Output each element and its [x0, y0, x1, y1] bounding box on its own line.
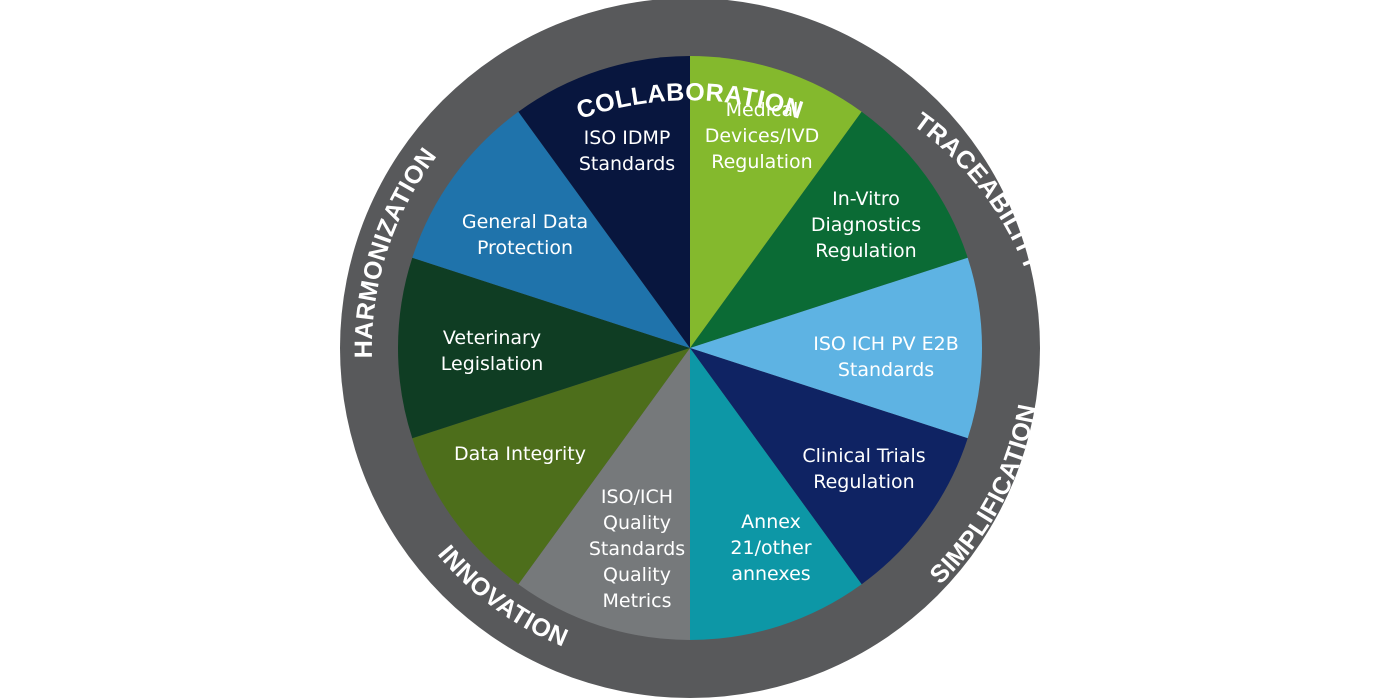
- wheel-slice: [690, 348, 968, 585]
- slice-label-line: Protection: [477, 237, 573, 259]
- slice-label-line: Standards: [579, 153, 675, 175]
- slice-label-line: Data Integrity: [454, 443, 586, 465]
- slice-label-line: Medical: [726, 99, 799, 121]
- slice-label-line: Standards: [589, 538, 685, 560]
- wheel-slice: [518, 348, 690, 640]
- slice-label-line: Standards: [838, 359, 934, 381]
- wheel-slice: [412, 348, 690, 585]
- wheel-slice: [412, 111, 690, 349]
- slice-label-line: In-Vitro: [832, 188, 900, 210]
- slice-label: Data Integrity: [454, 443, 586, 465]
- slice-label: ISO ICH PV E2B Standards: [813, 333, 958, 381]
- slice-label-line: Quality: [603, 564, 671, 586]
- slice-label: ISO IDMP Standards: [579, 127, 675, 175]
- slice-label: Annex 21/other annexes: [730, 511, 811, 585]
- slice-label-line: Legislation: [441, 353, 544, 375]
- slice-label-line: Metrics: [603, 590, 672, 612]
- wheel-slice: [690, 111, 968, 349]
- wheel-slice: [397, 257, 690, 439]
- wheel-slice: [690, 56, 862, 348]
- slice-label-line: Diagnostics: [811, 214, 921, 236]
- wheel-slice: [690, 348, 862, 640]
- slice-label-line: ISO/ICH: [601, 486, 673, 508]
- slices-group: [397, 56, 983, 640]
- wheel-slice: [518, 56, 690, 348]
- wheel-slice: [690, 257, 983, 439]
- slice-label-line: ISO IDMP: [584, 127, 671, 149]
- slice-label-line: ISO ICH PV E2B: [813, 333, 958, 355]
- slice-label-line: Devices/IVD: [705, 125, 820, 147]
- slice-label-line: Regulation: [815, 240, 916, 262]
- slice-label-line: Clinical Trials: [802, 445, 925, 467]
- slice-label-line: Regulation: [711, 151, 812, 173]
- slice-label-line: General Data: [462, 211, 588, 233]
- slice-label-line: 21/other: [730, 537, 811, 559]
- slice-label-line: annexes: [731, 563, 810, 585]
- slice-label-line: Regulation: [813, 471, 914, 493]
- slice-label-line: Quality: [603, 512, 671, 534]
- slice-label-line: Veterinary: [443, 327, 541, 349]
- slice-label-line: Annex: [741, 511, 801, 533]
